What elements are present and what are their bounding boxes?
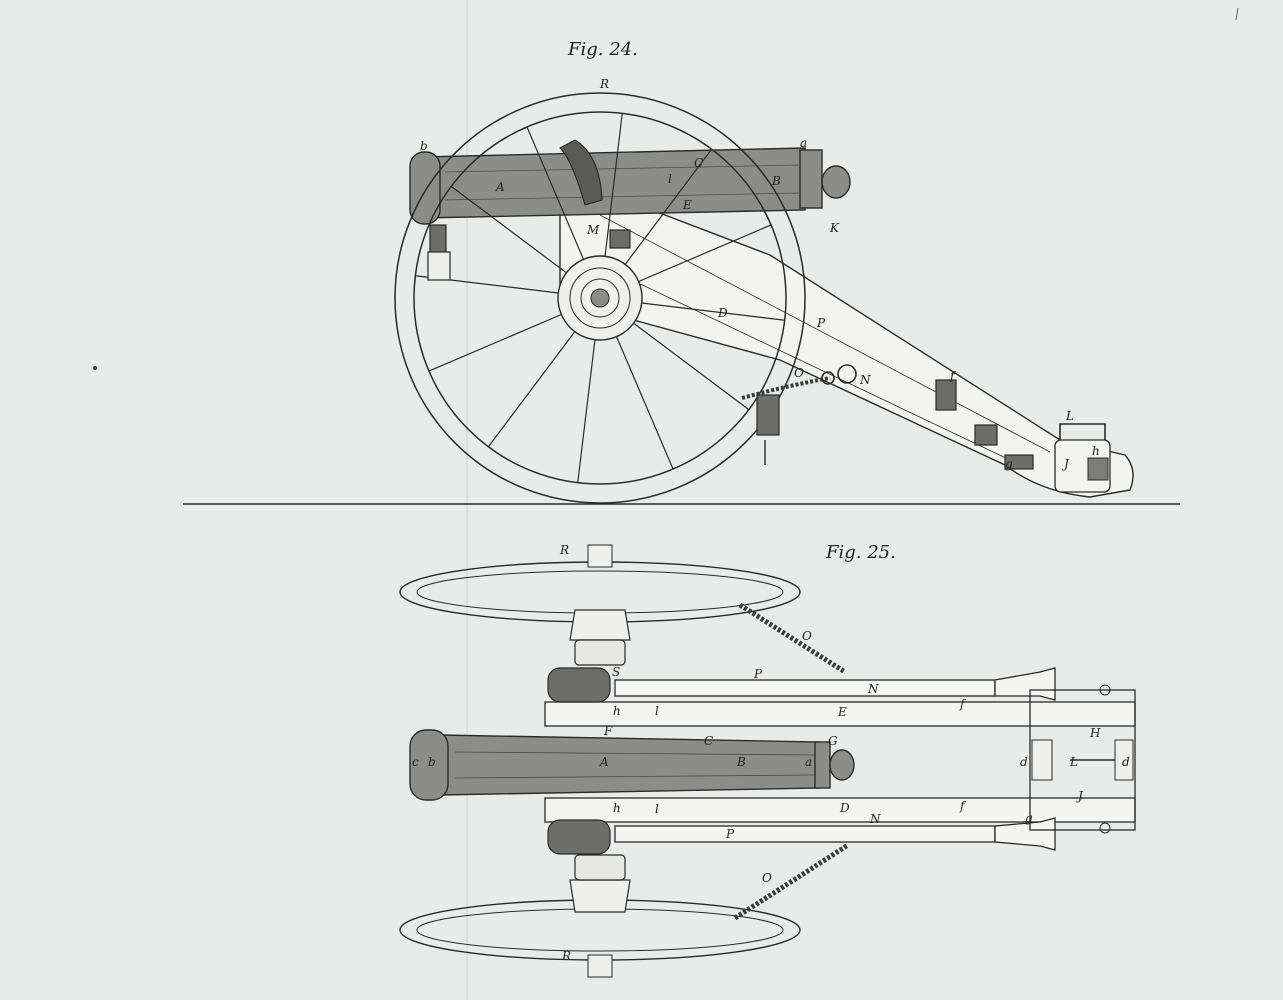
sponge-brush (559, 139, 603, 206)
label-R-top: R (559, 543, 569, 557)
label-G: G (828, 734, 838, 748)
label-h-top: h (613, 704, 621, 718)
label-D: D (717, 306, 728, 320)
barrel-plan (409, 729, 855, 801)
label-b: b (420, 139, 428, 153)
fig25-title: Fig. 25. (825, 542, 896, 563)
label-P-bottom: P (725, 827, 735, 841)
label-N-top: N (867, 682, 879, 696)
label-R-bottom: R (561, 949, 571, 963)
label-S: S (612, 665, 620, 679)
label-B: B (771, 174, 781, 188)
label-E: E (682, 198, 692, 212)
label-d-left: d (1020, 755, 1028, 769)
label-J: J (1075, 789, 1084, 803)
label-l-bottom: l (655, 802, 659, 816)
label-h-bottom: h (613, 801, 621, 815)
rope-bottom (733, 842, 850, 921)
label-A: A (599, 755, 609, 769)
label-A: A (495, 180, 505, 194)
label-K: K (829, 221, 840, 235)
label-c: c (412, 755, 419, 769)
label-N-bottom: N (869, 812, 881, 826)
label-f: f (949, 369, 957, 383)
wheel-spoke (633, 322, 750, 411)
wheel-spoke (615, 336, 674, 470)
wheel-top (399, 544, 801, 666)
label-b: b (428, 755, 436, 769)
wheel-spoke (450, 185, 567, 274)
label-d-right: d (1122, 755, 1130, 769)
wheel-spoke (487, 331, 576, 448)
wheel-spoke (428, 313, 562, 372)
label-L: L (1069, 755, 1078, 769)
wheel-spoke (624, 148, 713, 265)
wheel-spoke (526, 126, 585, 260)
label-a: a (800, 136, 807, 150)
label-M: M (586, 223, 600, 237)
ink-speck (93, 366, 97, 370)
label-l-top: l (655, 704, 659, 718)
brush-top (547, 667, 611, 703)
wheel-bottom (399, 854, 801, 978)
label-H: H (1089, 726, 1101, 740)
figure-24-side-view: Fig. 24. (183, 39, 1180, 505)
label-C: C (704, 734, 713, 748)
carriage-wheel (394, 92, 806, 504)
wheel-spoke (641, 302, 785, 321)
wheel-spoke (638, 224, 772, 283)
label-f-bottom: f (959, 799, 967, 813)
label-P-top: P (753, 667, 763, 681)
ink-mark (1235, 7, 1239, 21)
label-f-top: f (959, 697, 967, 711)
label-g: g (1005, 457, 1013, 471)
label-J: J (1061, 457, 1070, 471)
label-a: a (805, 755, 812, 769)
figure-25-plan-view: Fig. 25. (399, 542, 1136, 978)
label-O-top: O (802, 629, 812, 643)
label-B: B (736, 755, 746, 769)
label-D: D (839, 801, 850, 815)
label-h: h (1092, 444, 1100, 458)
label-C: C (694, 156, 703, 170)
drag-rope (427, 224, 857, 465)
label-F: F (603, 724, 613, 738)
label-g: g (1025, 811, 1033, 825)
wheel-spoke (577, 339, 596, 483)
label-O: O (794, 366, 804, 380)
wheel-spoke (604, 113, 623, 257)
label-E: E (837, 705, 847, 719)
label-L: L (1065, 409, 1074, 423)
label-N: N (859, 373, 871, 387)
fig24-title: Fig. 24. (567, 39, 638, 60)
trail (559, 173, 1134, 498)
trail-frame (544, 667, 1136, 851)
label-l: l (668, 172, 672, 186)
label-O-bottom: O (762, 871, 772, 885)
label-R: R (599, 77, 609, 91)
rope-top (738, 602, 847, 675)
brush-bottom (547, 819, 611, 855)
label-P: P (816, 316, 826, 330)
cannon-barrel (409, 139, 851, 225)
